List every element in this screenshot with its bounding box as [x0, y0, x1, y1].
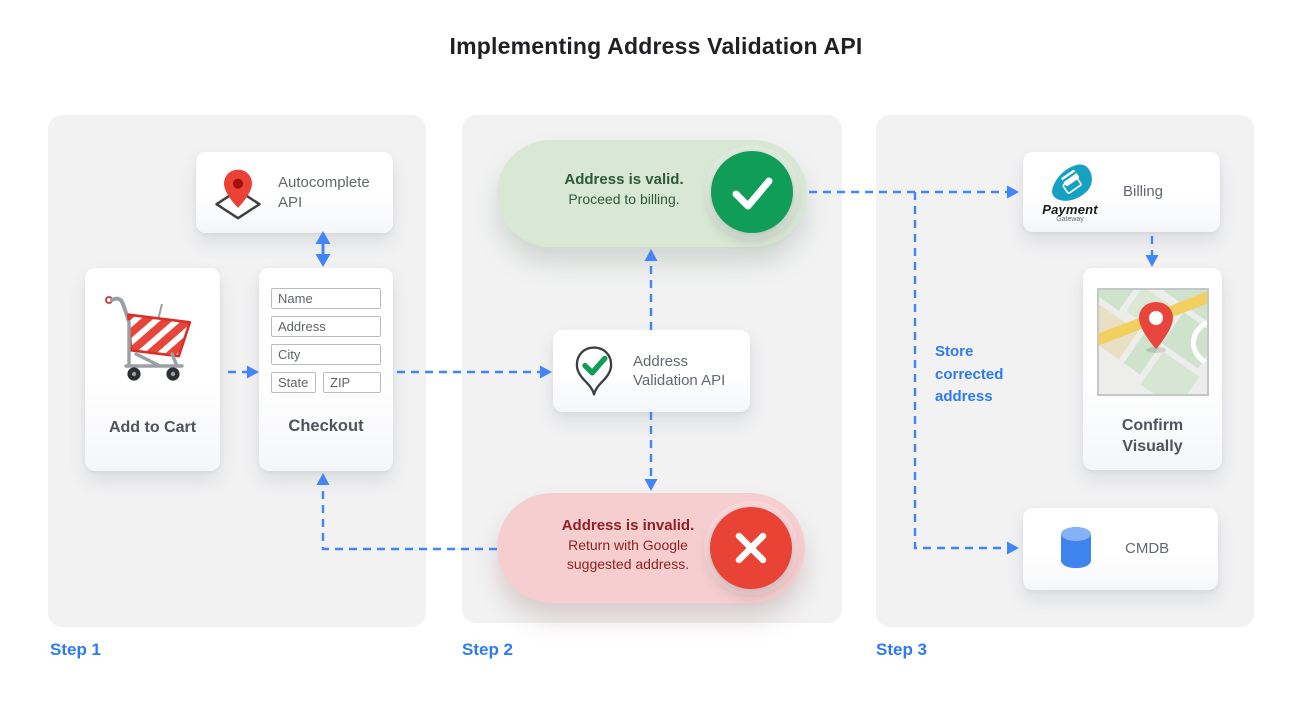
- map-thumbnail: [1072, 223, 1232, 410]
- valid-title: Address is valid.: [564, 171, 684, 188]
- gateway-logo-text: Gateway: [1056, 215, 1084, 223]
- step3-label: Step 3: [876, 640, 928, 659]
- confirm-visually-node: Confirm Visually: [1072, 223, 1232, 470]
- payment-logo-text: Payment: [1042, 201, 1098, 217]
- checkout-form: [271, 288, 381, 400]
- address-valid-result: Address is valid. Proceed to billing.: [497, 140, 807, 247]
- payment-gateway-logo: Payment Gateway: [1037, 162, 1103, 223]
- invalid-subtitle: Return with Google suggested address.: [566, 537, 690, 573]
- x-icon: [710, 507, 792, 589]
- billing-label: Billing: [1123, 183, 1164, 201]
- store-corrected-address-note: Store corrected address: [935, 343, 1004, 405]
- step2-label: Step 2: [462, 640, 514, 659]
- step1-label: Step 1: [50, 640, 102, 659]
- billing-node: Payment Gateway Billing: [1023, 152, 1220, 232]
- address-validation-api-node: Address Validation API: [553, 330, 750, 412]
- checkout-node: Checkout: [259, 268, 393, 471]
- page-title: Implementing Address Validation API: [449, 33, 863, 59]
- invalid-title: Address is invalid.: [561, 517, 695, 534]
- name-field[interactable]: [271, 288, 381, 309]
- checkout-label: Checkout: [288, 417, 364, 435]
- state-field[interactable]: [271, 372, 316, 393]
- autocomplete-pin-icon: [210, 165, 266, 221]
- cmdb-node: CMDB: [1023, 508, 1218, 590]
- database-icon: [1051, 522, 1101, 576]
- autocomplete-api-node: Autocomplete API: [196, 152, 393, 233]
- autocomplete-api-label: Autocomplete API: [278, 174, 370, 211]
- city-field[interactable]: [271, 344, 381, 365]
- confirm-visually-label: Confirm Visually: [1121, 417, 1184, 455]
- validation-pin-icon: [567, 344, 621, 398]
- address-invalid-result: Address is invalid. Return with Google s…: [497, 493, 805, 603]
- add-to-cart-label: Add to Cart: [108, 419, 197, 436]
- address-validation-api-label: Address Validation API: [633, 352, 726, 390]
- checkmark-icon: [711, 151, 793, 233]
- address-field[interactable]: [271, 316, 381, 337]
- valid-subtitle: Proceed to billing.: [568, 191, 680, 208]
- shopping-cart-icon: [102, 290, 202, 395]
- zip-field[interactable]: [323, 372, 381, 393]
- cmdb-label: CMDB: [1125, 540, 1170, 558]
- add-to-cart-node: Add to Cart: [85, 268, 220, 471]
